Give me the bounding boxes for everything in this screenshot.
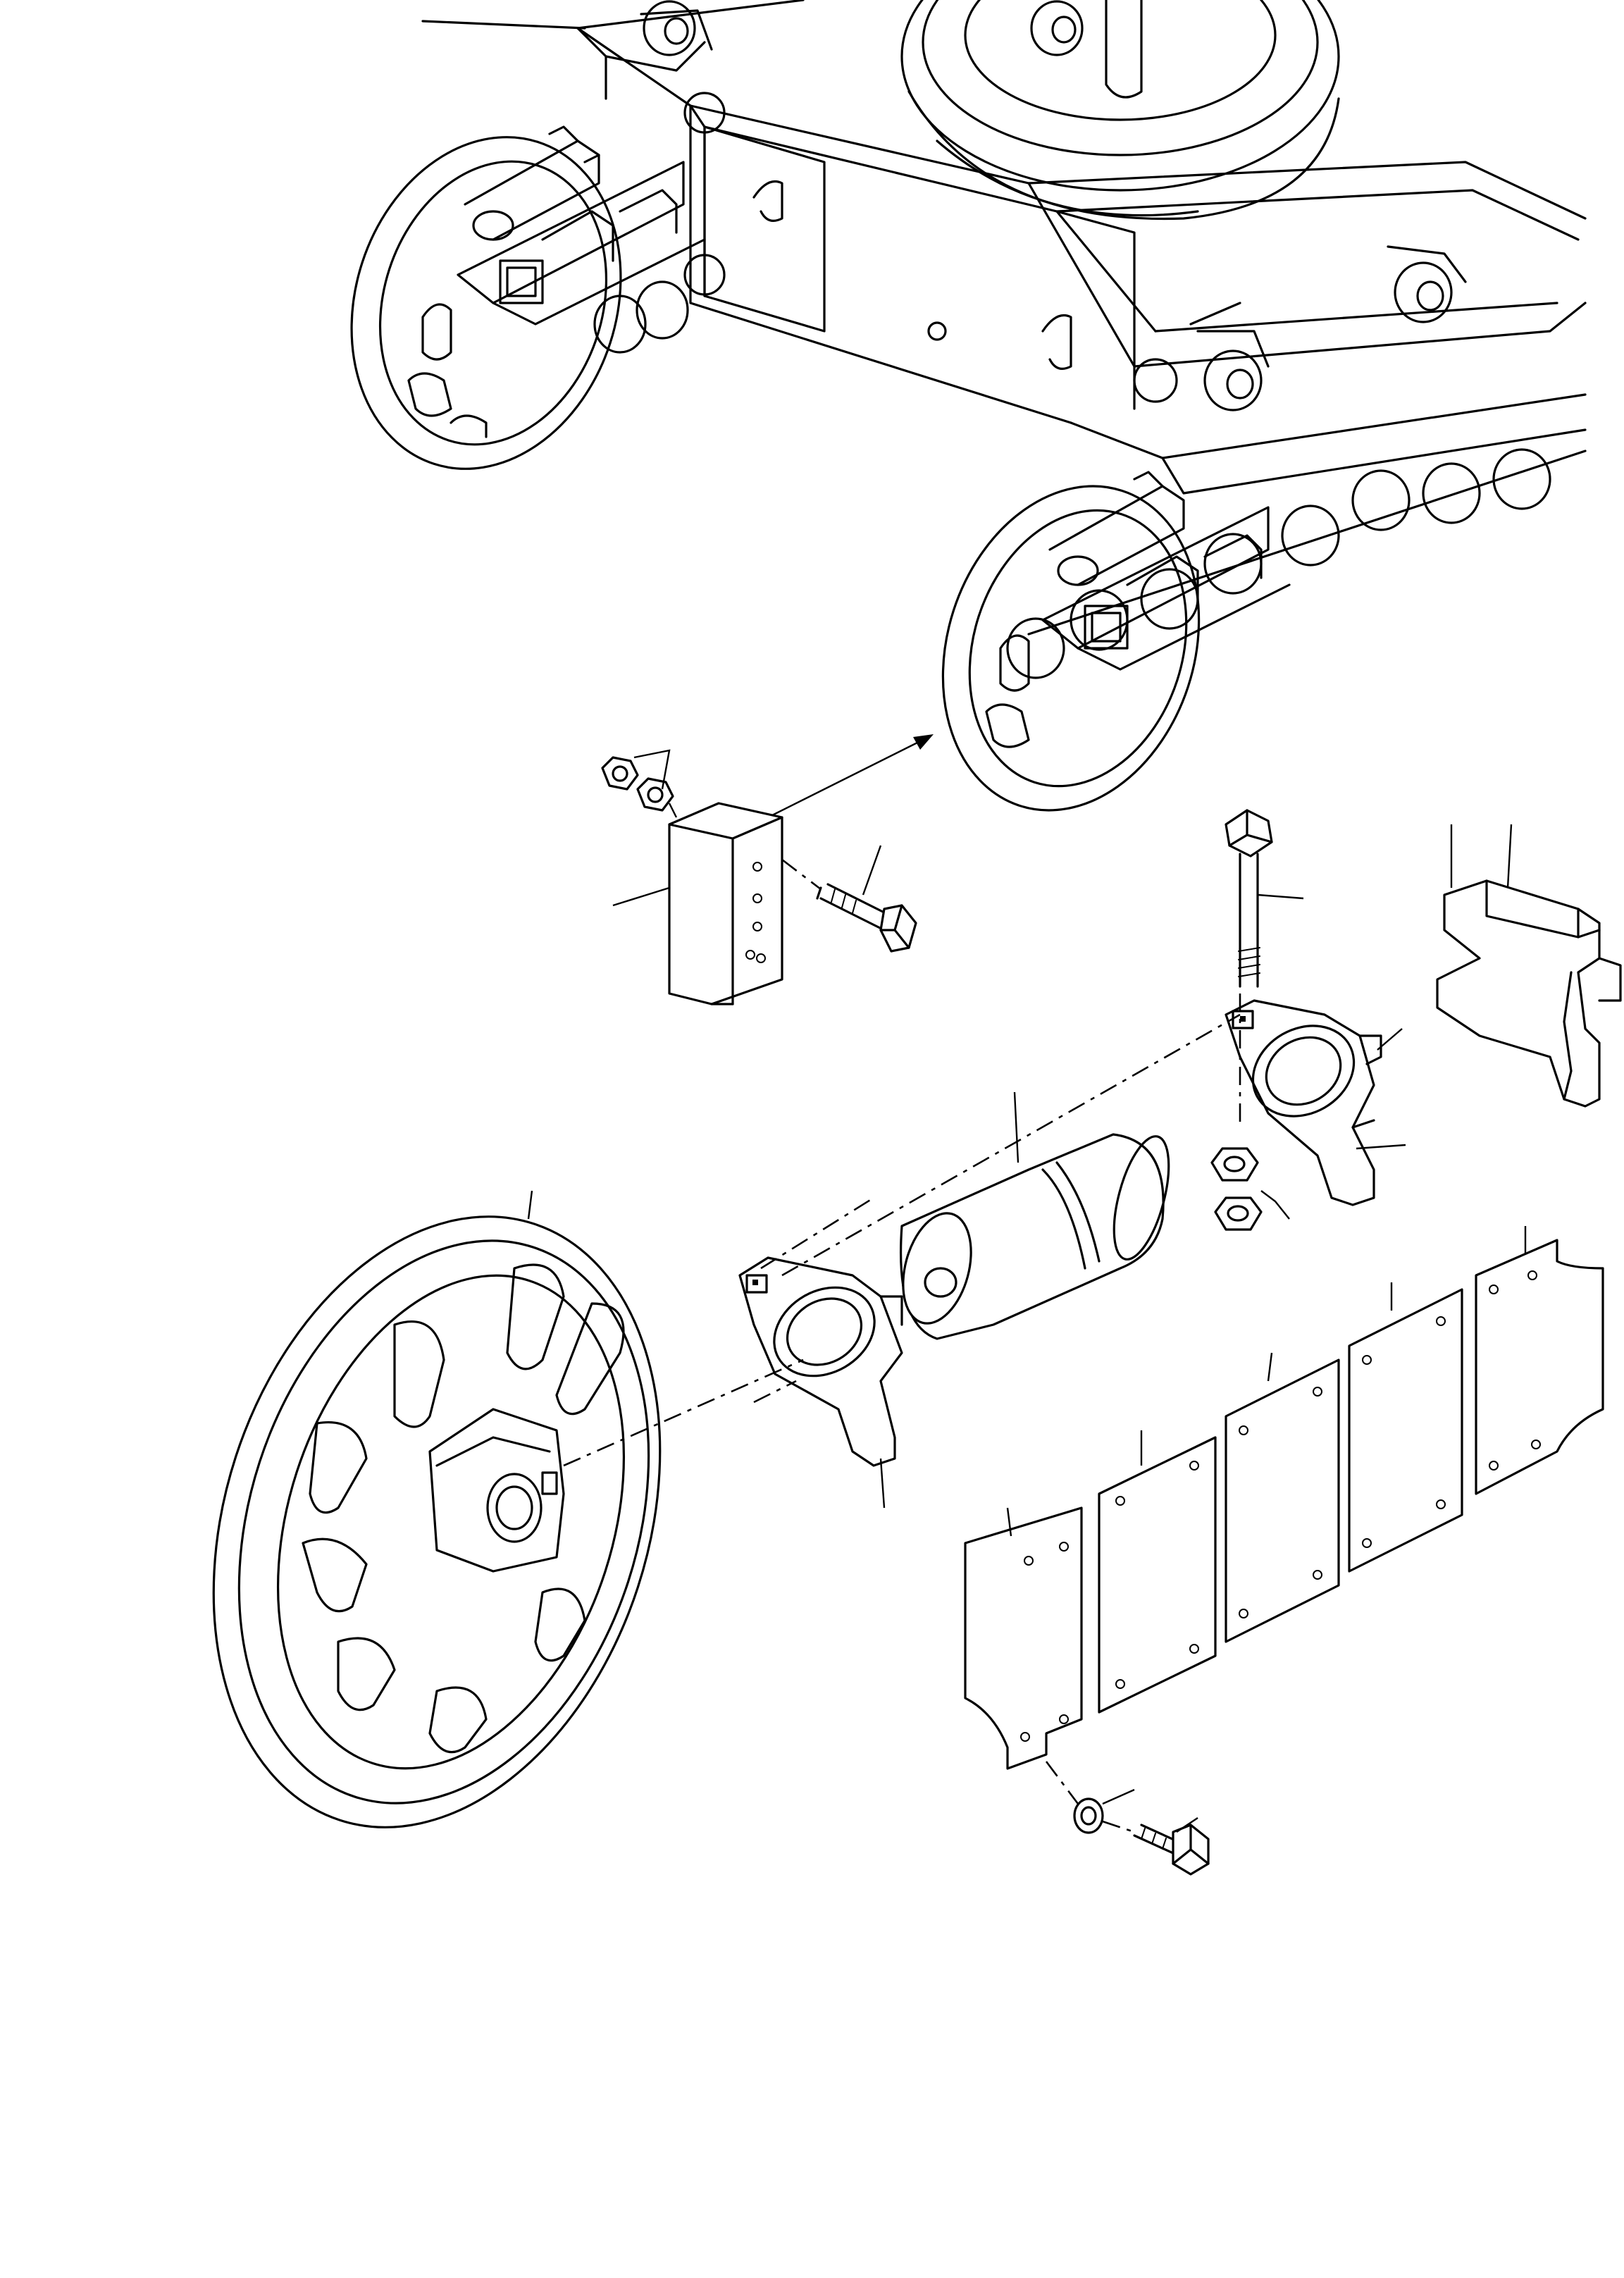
- recoil-spring-cylinder: [899, 1091, 1170, 1340]
- guide-block-bolt: [781, 845, 917, 953]
- shim-plate-1: [964, 1506, 1083, 1770]
- bearing-bracket-right: [1225, 999, 1406, 1206]
- slide-block: [1436, 824, 1622, 1108]
- bearing-bracket-left: [738, 1013, 1241, 1509]
- guide-block: [668, 802, 783, 1005]
- shim-plate-5: [1475, 1226, 1604, 1495]
- shim-plate-4: [1348, 1282, 1463, 1573]
- undercarriage-frame: [421, 0, 1587, 679]
- shim-washer: [1045, 1761, 1135, 1834]
- idler-wheel: [212, 1190, 804, 1828]
- track-rollers: [593, 0, 1587, 679]
- bracket-bolt: [1225, 809, 1304, 988]
- guide-block-nuts: [601, 749, 678, 818]
- shim-plate-3: [1225, 1352, 1340, 1643]
- bracket-nuts: [1210, 993, 1290, 1231]
- shim-bolt: [1102, 1817, 1210, 1876]
- rear-idler-assembly: [350, 125, 706, 470]
- shim-plate-2: [1098, 1430, 1217, 1714]
- front-idler-assembly: [941, 471, 1291, 812]
